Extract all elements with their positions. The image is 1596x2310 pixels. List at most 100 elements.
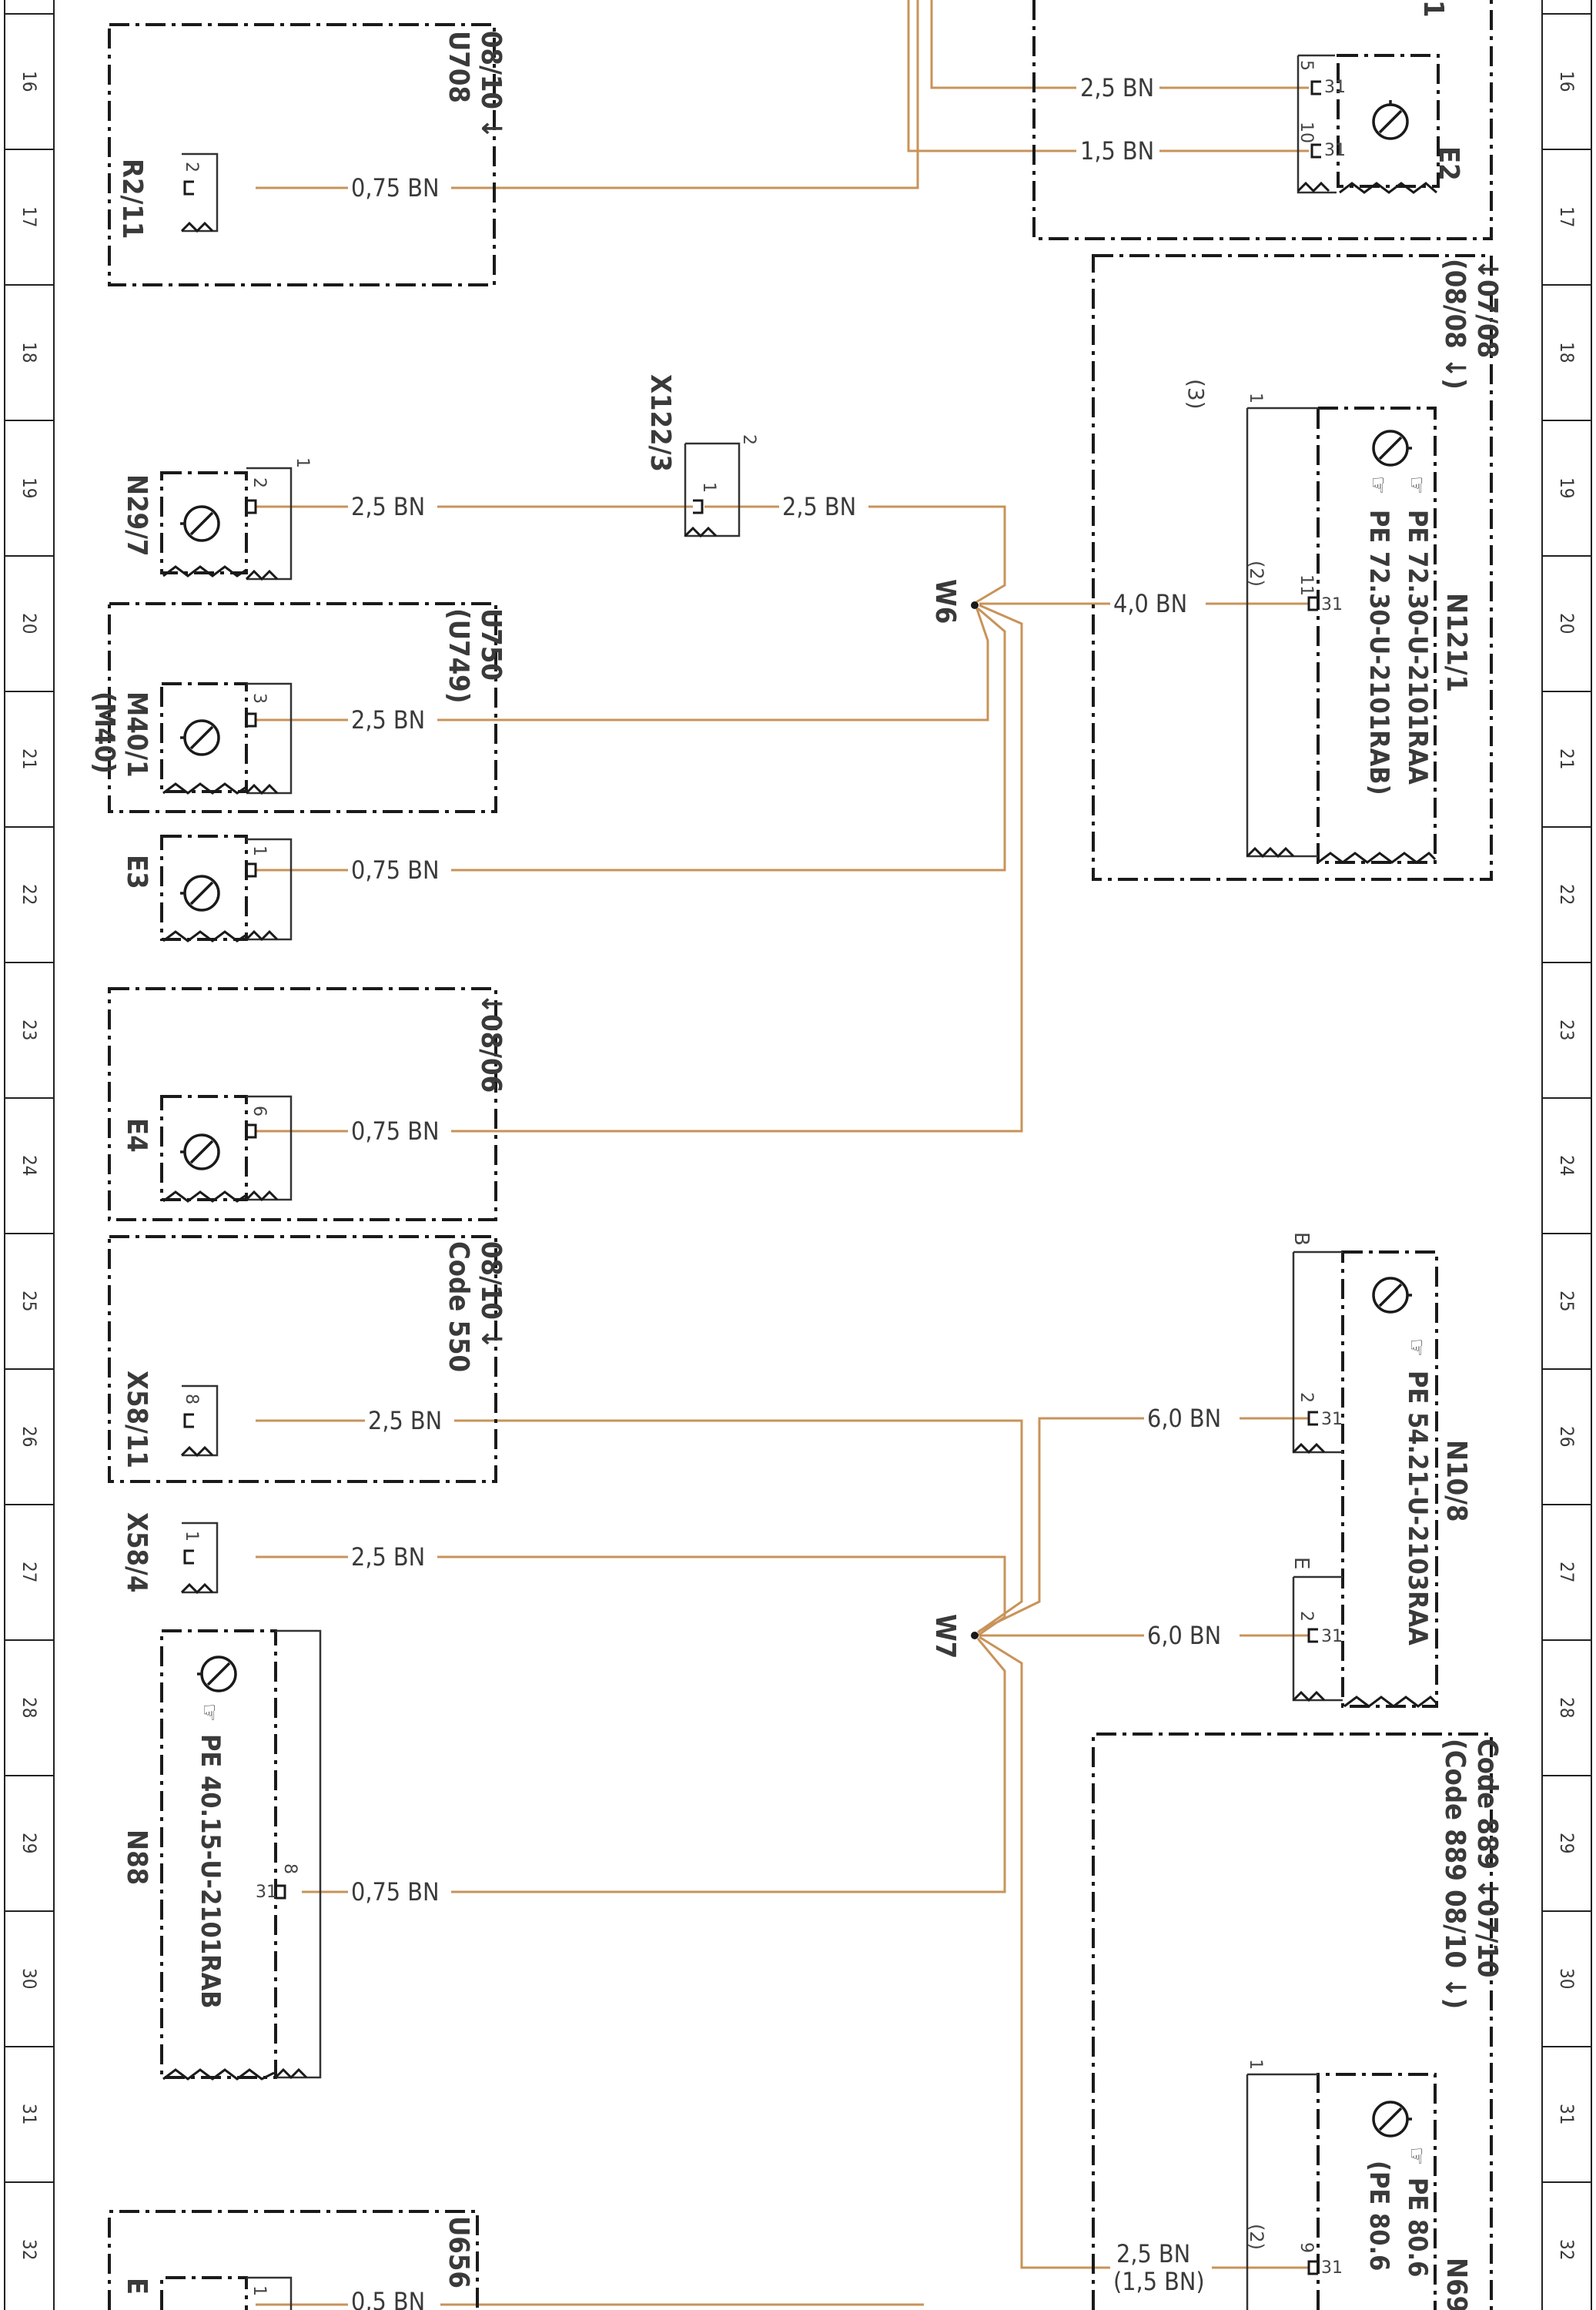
splice-labels: W6 W7: [929, 579, 961, 1659]
wire-r2-11: [256, 0, 919, 189]
wire-x58-4: [256, 1555, 1006, 1637]
pin-n69-c: 1: [1246, 2059, 1265, 2070]
ref-0806: ↓08/06: [475, 993, 507, 1093]
pin-e3: 1: [249, 845, 269, 856]
n69-pe-2: (PE 80.6: [1363, 2161, 1394, 2271]
pin-n29-7-a: 1: [293, 457, 312, 468]
splice-w6: W6: [929, 579, 961, 624]
box-m40-inner: [160, 682, 248, 793]
wire-label-n69: 2,5 BN: [1116, 2239, 1190, 2268]
box-n121-outer: [1092, 254, 1493, 881]
n121-pe-1: PE 72.30-U-2101RAA: [1402, 510, 1433, 785]
u750-label: U750: [475, 608, 507, 681]
label-e1-partial: 1: [1417, 0, 1449, 18]
pin-n10-b: 2: [1297, 1392, 1316, 1403]
label-r2-11: R2/11: [116, 159, 148, 239]
pin-e4: 6: [249, 1106, 269, 1116]
ruler-label: 24: [1556, 1155, 1578, 1176]
pin-terminals: [183, 80, 1321, 2275]
pin-n121-c3: (3): [1183, 379, 1209, 410]
wire-x58-11: [256, 1419, 1023, 1634]
wire-label-e4: 0,75 BN: [351, 1116, 440, 1146]
ruler-label: 22: [1556, 884, 1578, 905]
u749-label: (U749): [443, 608, 474, 704]
pin-e2-b31: 31: [1324, 141, 1346, 160]
component-labels: E2 1 R2/11 N29/7 M40/1 (M40) E3 E4 X58/1…: [89, 0, 1472, 2310]
pin-n10-e-conn: E: [1290, 1557, 1313, 1569]
ruler-label: 17: [18, 206, 40, 227]
pin-r2-11: 2: [182, 162, 201, 172]
pin-n69-p: 9: [1297, 2242, 1316, 2253]
wire-label-n69-alt: (1,5 BN): [1113, 2267, 1205, 2296]
pin-u656: 1: [249, 2285, 269, 2296]
ruler-label: 30: [18, 1968, 40, 1989]
wire-n10-b: [979, 1417, 1309, 1632]
box-n121-inner: [1317, 407, 1437, 864]
pin-n88: 8: [280, 1863, 299, 1874]
wire-label-n10-e: 6,0 BN: [1147, 1621, 1221, 1650]
box-u656: [108, 2210, 479, 2310]
box-u656-inner: [160, 2276, 248, 2310]
wire-label-x122: 2,5 BN: [782, 492, 856, 521]
pin-n69-p31: 31: [1321, 2258, 1343, 2278]
code550-ref: 08/10 ↓: [475, 1241, 507, 1349]
pin-n121-p31: 31: [1321, 595, 1343, 614]
ruler-label: 25: [18, 1291, 40, 1311]
box-e2-inner: [1337, 54, 1440, 188]
e4-symbol: [180, 1133, 220, 1170]
ruler-left: [4, 0, 55, 2310]
box-e2-region: [1032, 0, 1493, 240]
pe-labels: PE 72.30-U-2101RAA PE 72.30-U-2101RAB) P…: [195, 510, 1433, 2277]
wire-e2-bottom: [907, 0, 1309, 152]
wire-e2-top: [930, 0, 1309, 89]
ruler-label: 16: [1556, 71, 1578, 92]
box-0806: [108, 987, 497, 1221]
wire-label-n88: 0,75 BN: [351, 1877, 440, 1907]
pin-n10-e: 2: [1297, 1611, 1316, 1622]
ruler-ticks: [5, 13, 1591, 2183]
box-n29-7-inner: [160, 471, 248, 574]
ruler-label: 26: [18, 1426, 40, 1447]
pin-n10-e31: 31: [1321, 1627, 1343, 1646]
label-e-partial: E: [121, 2278, 152, 2295]
hand-icon: ☞: [196, 1703, 223, 1722]
u708-label: U708: [443, 31, 474, 103]
dashed-boxes: [108, 0, 1493, 2310]
splice-w6-point: [971, 601, 979, 609]
ruler-label: 26: [1556, 1426, 1578, 1447]
ruler-label: 32: [18, 2239, 40, 2260]
ruler-label: 22: [18, 884, 40, 905]
splice-w7: W7: [929, 1614, 961, 1659]
hand-icons: ☞ ☞ ☞ ☞ ☞: [196, 476, 1430, 2165]
ref-0808: (08/08 ↓): [1439, 259, 1471, 390]
box-u750: [108, 602, 497, 813]
box-n88-inner: [160, 1629, 277, 2079]
ruler-label: 27: [18, 1562, 40, 1582]
box-code889: [1092, 1732, 1493, 2310]
e2-symbol: [1372, 100, 1409, 140]
pin-n69-c2: (2): [1246, 2224, 1267, 2250]
ruler-label: 24: [18, 1155, 40, 1176]
wire-label-x58-11: 2,5 BN: [368, 1406, 442, 1435]
label-x58-11: X58/11: [121, 1371, 152, 1468]
n121-pe-2: PE 72.30-U-2101RAB): [1363, 510, 1394, 795]
code889-alt-label: (Code 889 08/10 ↓): [1439, 1739, 1471, 2009]
wire-e3: [256, 607, 1006, 872]
wire-label-n29-7: 2,5 BN: [351, 492, 425, 521]
n121-symbol: [1372, 430, 1412, 467]
wire-label-x58-4: 2,5 BN: [351, 1542, 425, 1572]
wire-label-e2-top: 2,5 BN: [1080, 73, 1154, 102]
ruler-label: 18: [18, 342, 40, 363]
wire-label-m40: 2,5 BN: [351, 705, 425, 735]
n10-symbol: [1372, 1277, 1412, 1314]
n29-7-symbol: [180, 505, 220, 542]
ruler-label: 31: [18, 2104, 40, 2124]
ruler-label: 18: [1556, 342, 1578, 363]
splice-points: [971, 601, 979, 1639]
box-ref-labels: 08/10 ↓ U708 U750 (U749) ↓08/06 08/10 ↓ …: [443, 31, 1503, 2288]
pin-n121-c2: (2): [1246, 561, 1267, 587]
ruler-label: 29: [1556, 1833, 1578, 1853]
